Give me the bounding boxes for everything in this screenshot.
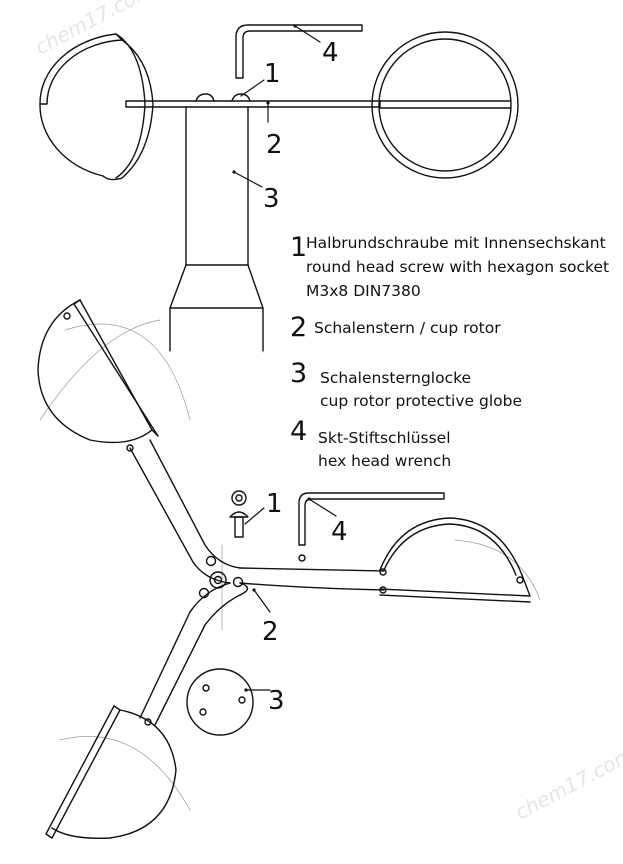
side-leader-dot-3 <box>232 170 236 174</box>
plan-view-center-lines <box>39 319 541 811</box>
plan-view-upper-left-cup <box>37 299 159 444</box>
callout-top-1: 1 <box>264 59 281 89</box>
legend-line-1-3: M3x8 DIN7380 <box>306 282 421 300</box>
plan-view-rotor-arms <box>129 439 385 726</box>
legend-number-3: 3 <box>290 358 307 389</box>
legend-line-1-1: Halbrundschraube mit Innensechskant <box>306 234 606 252</box>
legend-line-1-2: round head screw with hexagon socket <box>306 258 609 276</box>
legend-item-1: 1 Halbrundschraube mit Innensechskant ro… <box>290 232 609 300</box>
legend-line-3-2: cup rotor protective globe <box>320 392 522 410</box>
side-view-leaders <box>233 25 321 188</box>
legend-item-2: 2 Schalenstern / cup rotor <box>290 312 501 343</box>
plan-leader-dot-2 <box>252 588 256 592</box>
watermark-group: chem17.com chem17.com <box>31 0 623 824</box>
callout-top-3: 3 <box>263 184 280 214</box>
legend-number-4: 4 <box>290 416 307 447</box>
legend-number-2: 2 <box>290 312 307 343</box>
plan-view-right-cup <box>379 517 531 603</box>
plan-view-screw <box>229 490 249 538</box>
legend-line-3-1: Schalensternglocke <box>320 369 471 387</box>
side-view-rotor-plate <box>125 93 381 108</box>
callout-bottom-2: 2 <box>262 617 279 647</box>
legend-line-2-1: Schalenstern / cup rotor <box>314 319 501 337</box>
side-leader-dot-2 <box>266 101 270 105</box>
legend-line-4-2: hex head wrench <box>318 452 451 470</box>
callout-top-4: 4 <box>322 38 339 68</box>
callout-bottom-4: 4 <box>331 517 348 547</box>
side-view-left-cup <box>39 33 154 181</box>
legend-item-4: 4 Skt-Stiftschlüssel hex head wrench <box>290 416 451 470</box>
side-leader-dot-4 <box>293 24 297 28</box>
plan-view: 1 4 2 3 <box>37 299 541 839</box>
legend-item-3: 3 Schalensternglocke cup rotor protectiv… <box>290 358 522 410</box>
plan-view-hub <box>126 444 387 726</box>
side-view-globe-housing <box>169 106 264 353</box>
side-view: 4 1 2 3 <box>39 24 519 353</box>
parts-legend: 1 Halbrundschraube mit Innensechskant ro… <box>290 232 609 470</box>
legend-line-4-1: Skt-Stiftschlüssel <box>318 429 451 447</box>
plan-leader-dot-4 <box>307 497 311 501</box>
legend-number-1: 1 <box>290 232 307 263</box>
callout-bottom-3: 3 <box>268 686 285 716</box>
plan-view-hex-wrench <box>298 492 445 562</box>
watermark-bottom: chem17.com <box>511 742 623 824</box>
plan-view-globe-disc <box>186 668 254 736</box>
callout-top-2: 2 <box>266 130 283 160</box>
plan-leader-dot-3 <box>244 688 248 692</box>
side-view-right-cup <box>371 31 519 179</box>
callout-bottom-1: 1 <box>266 489 283 519</box>
side-view-hex-wrench <box>235 24 363 79</box>
plan-view-lower-left-cup <box>45 705 177 839</box>
watermark-top: chem17.com <box>31 0 157 59</box>
plan-view-leaders <box>244 498 337 691</box>
